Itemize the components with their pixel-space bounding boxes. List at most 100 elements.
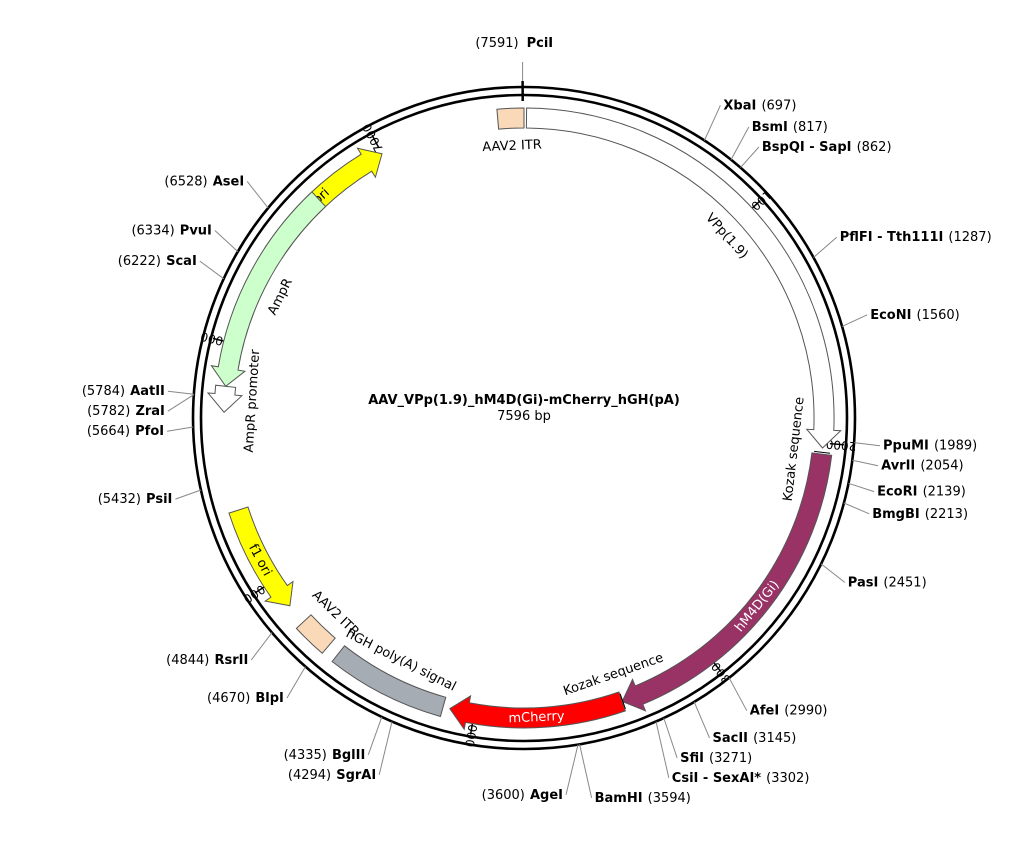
site-name: AvrII [881, 459, 915, 474]
site-leader [200, 261, 224, 279]
feature-label-hm4d-gi: hM4D(Gi) [732, 578, 782, 635]
site-leader [566, 745, 578, 795]
site-position: (1287) [948, 230, 991, 245]
site-name: BlpI [255, 691, 284, 706]
site-leader [168, 391, 194, 394]
site-label: BsmI (817) [752, 116, 828, 135]
site-leader [168, 395, 194, 412]
feature-label-aav2-itr: AAV2 ITR [482, 138, 542, 156]
site-name: CsiI - SexAI* [672, 771, 761, 786]
site-leader [844, 503, 869, 514]
site-position: (2451) [883, 575, 926, 590]
site-leader [854, 443, 880, 446]
site-name: PasI [848, 575, 879, 590]
site-name: XbaI [723, 98, 756, 113]
site-position: (1560) [917, 308, 960, 323]
site-name: BsmI [752, 120, 788, 135]
site-name: AseI [213, 174, 244, 189]
site-name: SacII [713, 731, 749, 746]
site-name: EcoRI [877, 485, 917, 500]
site-position: (7591) [475, 36, 518, 51]
site-leader [251, 633, 272, 660]
site-label: BamHI (3594) [595, 787, 691, 806]
site-position: (6528) [164, 174, 207, 189]
site-position: (2213) [925, 507, 968, 522]
site-name: PflFI - Tth111I [840, 230, 944, 245]
site-name: SgrAI [336, 768, 376, 783]
site-label: PasI (2451) [848, 571, 927, 590]
site-label: (5432) PsiI [98, 488, 173, 507]
site-position: (3594) [648, 791, 691, 806]
site-name: SfiI [680, 751, 704, 766]
site-name: AgeI [530, 788, 563, 803]
site-leader [580, 744, 592, 798]
site-position: (3271) [709, 751, 752, 766]
site-label: (4670) BlpI [207, 687, 284, 706]
site-label: SfiI (3271) [680, 747, 752, 766]
site-name: BspQI - SapI [762, 140, 852, 155]
map-center: AAV_VPp(1.9)_hM4D(Gi)-mCherry_hGH(pA) 75… [368, 393, 680, 424]
site-leader [821, 564, 845, 583]
site-label: (6334) PvuI [131, 220, 211, 239]
site-leader [167, 427, 193, 431]
site-label: BspQI - SapI (862) [762, 136, 892, 155]
site-position: (2054) [920, 459, 963, 474]
site-leader [175, 490, 201, 499]
site-label: (3600) AgeI [482, 784, 563, 803]
site-leader [814, 237, 837, 257]
site-name: RsrII [214, 653, 248, 668]
site-leader [287, 667, 306, 699]
site-position: (817) [793, 120, 828, 135]
site-name: PpuMI [883, 439, 929, 454]
site-leader [852, 460, 878, 465]
feature-aav2-itr [296, 615, 335, 654]
site-leader [379, 722, 392, 775]
site-position: (4294) [288, 768, 331, 783]
site-position: (5432) [98, 492, 141, 507]
site-label: (5784) AatII [82, 380, 165, 399]
feature-aav2-itr [497, 108, 524, 129]
site-label: SacII (3145) [713, 727, 797, 746]
site-label: AvrII (2054) [881, 455, 964, 474]
site-label: PflFI - Tth111I (1287) [840, 226, 992, 245]
site-name: PsiI [146, 492, 172, 507]
site-leader [656, 722, 669, 778]
feature-label-kozak-sequence: Kozak sequence [781, 396, 808, 502]
site-position: (2139) [923, 485, 966, 500]
site-leader [849, 483, 875, 491]
site-position: (5784) [82, 384, 125, 399]
site-position: (697) [761, 98, 796, 113]
site-name: PfoI [135, 424, 164, 439]
site-leader [694, 702, 709, 738]
feature-label-ampr-promoter: AmpR promoter [242, 348, 263, 453]
site-position: (3302) [766, 771, 809, 786]
site-position: (6334) [131, 224, 174, 239]
site-label: (4335) BglII [284, 744, 366, 763]
site-leader [664, 718, 677, 758]
site-name: ScaI [166, 254, 197, 269]
site-leader [215, 231, 238, 252]
site-position: (1989) [934, 439, 977, 454]
feature-label-ampr: AmpR [265, 276, 296, 317]
site-position: (2990) [784, 704, 827, 719]
site-label: EcoRI (2139) [877, 481, 966, 500]
site-label: CsiI - SexAI* (3302) [672, 767, 810, 786]
site-label: XbaI (697) [723, 94, 796, 113]
site-leader [842, 315, 867, 327]
site-leader [704, 105, 720, 140]
site-position: (862) [857, 140, 892, 155]
site-name: ZraI [135, 404, 164, 419]
site-position: (3145) [753, 731, 796, 746]
site-label: (6528) AseI [164, 170, 244, 189]
site-label: (4294) SgrAI [288, 764, 376, 783]
site-name: AatII [130, 384, 165, 399]
site-position: (6222) [118, 254, 161, 269]
site-name: EcoNI [870, 308, 911, 323]
site-label: (4844) RsrII [166, 649, 248, 668]
site-name: PvuI [180, 224, 212, 239]
site-position: (4670) [207, 691, 250, 706]
site-leader [729, 678, 747, 711]
site-label: PpuMI (1989) [883, 435, 977, 454]
site-position: (5664) [87, 424, 130, 439]
